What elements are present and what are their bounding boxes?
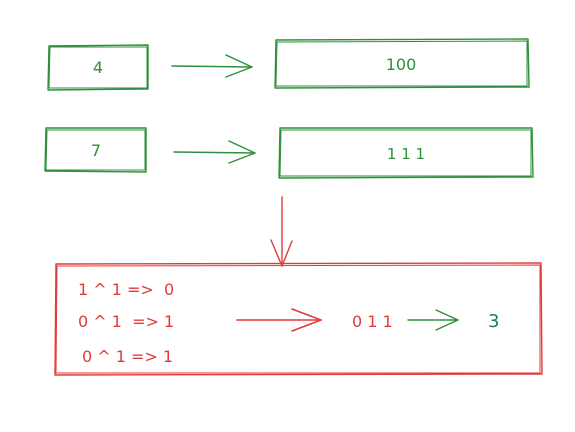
arrow-down-to-xor — [270, 196, 293, 267]
result-decimal: 3 — [488, 311, 499, 332]
input-b-box — [44, 127, 147, 173]
binary-b-box — [278, 127, 534, 179]
input-a-box — [47, 44, 149, 91]
xor-step-2: 0 ^ 1 => 1 — [78, 312, 174, 331]
xor-box — [54, 262, 543, 376]
arrow-steps-to-result — [236, 308, 322, 332]
input-b-decimal: 7 — [91, 141, 101, 160]
xor-step-1: 1 ^ 1 => 0 — [78, 280, 174, 299]
arrow-binary-to-decimal — [407, 309, 459, 331]
input-a-decimal: 4 — [93, 58, 103, 77]
arrow-b-to-binary — [173, 140, 256, 164]
binary-b-value: 1 1 1 — [387, 145, 425, 163]
binary-a-value: 100 — [386, 55, 417, 74]
result-binary: 0 1 1 — [352, 312, 393, 331]
binary-a-box — [274, 38, 530, 89]
xor-step-3: 0 ^ 1 => 1 — [82, 347, 173, 366]
arrow-a-to-binary — [171, 54, 253, 78]
